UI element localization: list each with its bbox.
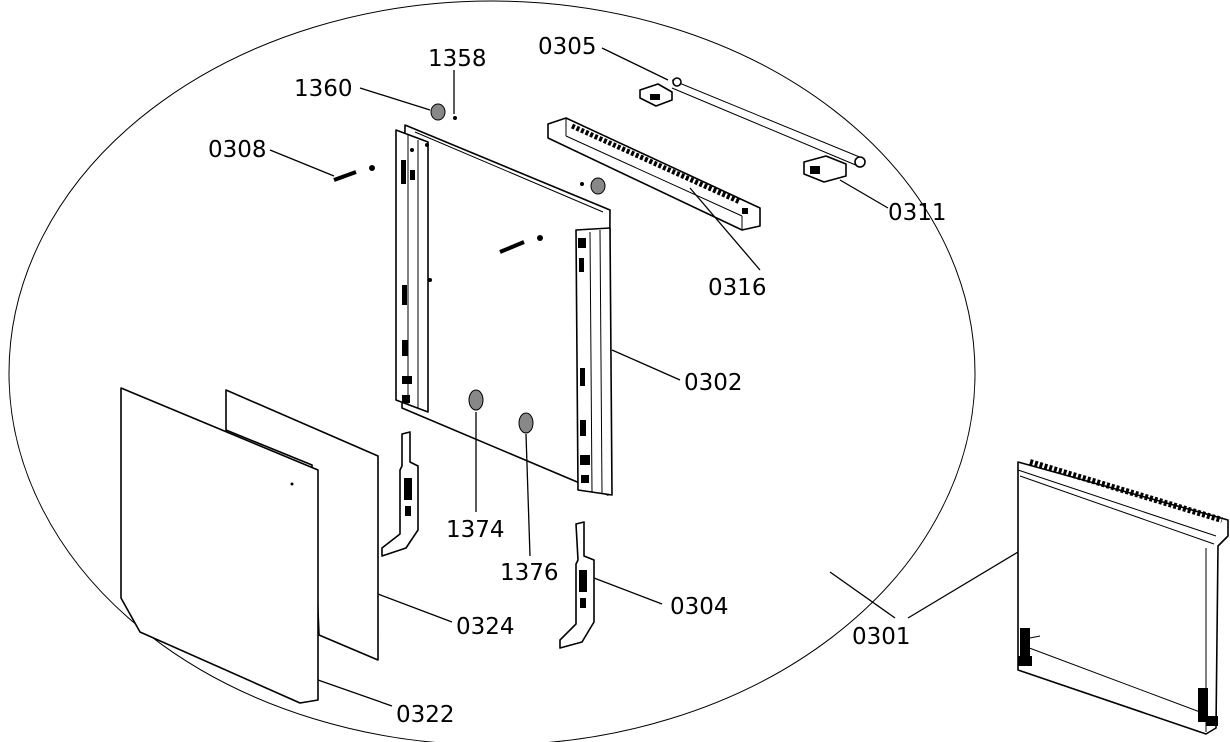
label-1358: 1358 [428, 46, 487, 72]
assembled-door-0301 [1017, 459, 1229, 735]
label-0322: 0322 [396, 702, 455, 728]
hinge-rod-0305 [639, 77, 866, 168]
label-1374: 1374 [446, 517, 505, 543]
hinge-block-0311 [803, 155, 847, 183]
glass-pane-0324 [225, 389, 379, 661]
bumper-1374 [468, 389, 484, 411]
label-1360: 1360 [294, 76, 353, 102]
screw-0308 [333, 165, 375, 182]
label-1376: 1376 [500, 560, 559, 586]
clip-on-panel-top [580, 177, 606, 195]
right-rail-part [575, 227, 613, 496]
leader-lines [269, 47, 1019, 707]
bumper-1376 [518, 412, 534, 434]
glass-pane-0322 [120, 387, 319, 704]
label-0304: 0304 [670, 594, 729, 620]
assembly-boundary-ellipse [8, 0, 976, 742]
label-0302: 0302 [684, 370, 743, 396]
label-0308: 0308 [208, 137, 267, 163]
hinge-0304 [559, 521, 595, 649]
top-trim-0316 [547, 117, 761, 231]
screw-mid-panel [499, 235, 543, 254]
left-rail-part [395, 129, 432, 413]
label-0316: 0316 [708, 275, 767, 301]
label-0305: 0305 [538, 34, 597, 60]
label-0311: 0311 [888, 200, 947, 226]
clip-1360 [430, 103, 457, 121]
label-0324: 0324 [456, 614, 515, 640]
hinge-left [381, 431, 419, 557]
label-0301: 0301 [852, 624, 911, 650]
